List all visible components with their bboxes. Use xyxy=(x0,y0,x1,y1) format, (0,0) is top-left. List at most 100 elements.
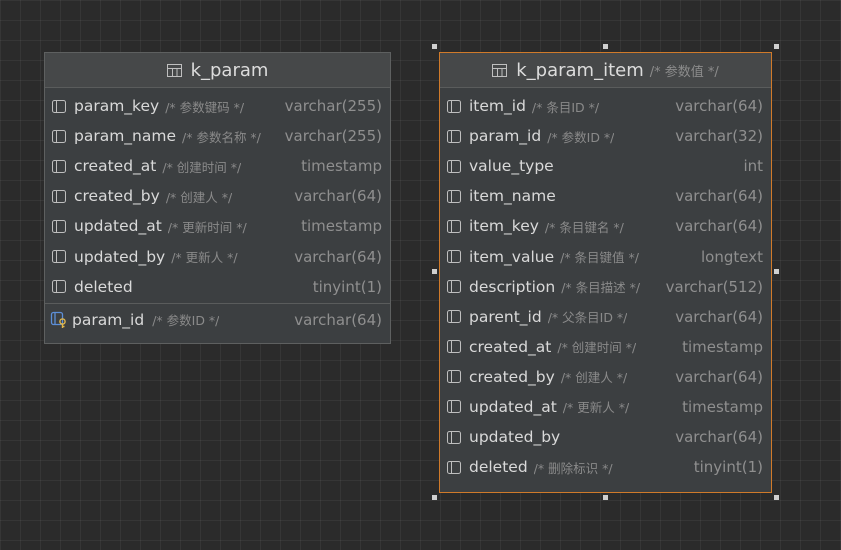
column-row[interactable]: created_by/* 创建人 */varchar(64) xyxy=(440,362,771,392)
column-row[interactable]: param_id/* 参数ID */varchar(32) xyxy=(440,121,771,151)
column-name: updated_at xyxy=(469,397,557,416)
column-row[interactable]: param_key /* 参数键码 */ varchar(255) xyxy=(45,91,390,121)
column-name: updated_at xyxy=(74,217,162,236)
column-type: varchar(512) xyxy=(665,277,763,296)
column-row[interactable]: updated_at /* 更新时间 */ timestamp xyxy=(45,211,390,241)
column-type: varchar(32) xyxy=(675,127,763,146)
column-type: varchar(64) xyxy=(294,310,382,329)
resize-handle-bottom-left[interactable] xyxy=(432,495,437,500)
resize-handle-right[interactable] xyxy=(774,269,779,274)
column-comment: /* 父条目ID */ xyxy=(547,310,628,326)
foreign-key-icon xyxy=(50,311,66,328)
resize-handle-bottom[interactable] xyxy=(603,495,608,500)
column-comment: /* 参数ID */ xyxy=(152,313,220,329)
column-type: timestamp xyxy=(682,397,763,416)
column-row[interactable]: created_by /* 创建人 */ varchar(64) xyxy=(45,181,390,211)
entity-k-param[interactable]: k_param param_key /* 参数键码 */ varchar(255… xyxy=(44,52,391,344)
column-type: timestamp xyxy=(301,157,382,176)
column-name: param_key xyxy=(74,97,160,116)
column-icon xyxy=(447,189,461,203)
column-type: varchar(64) xyxy=(675,187,763,206)
column-icon xyxy=(52,159,66,173)
column-name: item_name xyxy=(469,187,556,206)
resize-handle-left[interactable] xyxy=(432,269,437,274)
column-icon xyxy=(447,430,461,444)
column-comment: /* 更新人 */ xyxy=(562,400,630,416)
column-icon xyxy=(447,99,461,113)
resize-handle-top-left[interactable] xyxy=(432,44,437,49)
column-list: param_key /* 参数键码 */ varchar(255) param_… xyxy=(45,88,390,335)
column-row[interactable]: item_name varchar(64) xyxy=(440,181,771,211)
column-type: timestamp xyxy=(301,217,382,236)
column-type: varchar(64) xyxy=(675,97,763,116)
column-name: deleted xyxy=(469,458,528,477)
entity-header[interactable]: k_param_item /* 参数值 */ xyxy=(440,53,771,88)
column-icon xyxy=(447,400,461,414)
column-type: longtext xyxy=(701,247,763,266)
column-name: deleted xyxy=(74,277,133,296)
column-icon xyxy=(52,99,66,113)
column-type: int xyxy=(743,157,763,176)
column-name: updated_by xyxy=(469,428,561,447)
column-type: varchar(64) xyxy=(294,247,382,266)
key-column-row[interactable]: param_id /* 参数ID */ varchar(64) xyxy=(45,305,390,335)
column-icon xyxy=(447,460,461,474)
column-name: created_at xyxy=(469,337,552,356)
column-comment: /* 条目键名 */ xyxy=(544,219,624,235)
column-comment: /* 更新人 */ xyxy=(171,250,238,266)
column-row[interactable]: parent_id /* 父条目ID */ varchar(64) xyxy=(440,302,771,332)
column-name: updated_by xyxy=(74,247,166,266)
column-name: description xyxy=(469,277,556,296)
column-name: value_type xyxy=(469,157,554,176)
column-row[interactable]: deleted/* 删除标识 */tinyint(1) xyxy=(440,452,771,482)
column-icon xyxy=(447,340,461,354)
column-icon xyxy=(447,129,461,143)
column-name: parent_id xyxy=(469,307,542,326)
column-type: tinyint(1) xyxy=(312,277,382,296)
column-type: varchar(64) xyxy=(675,217,763,236)
column-row[interactable]: description /* 条目描述 */ varchar(512) xyxy=(440,272,771,302)
entity-title-comment: /* 参数值 */ xyxy=(649,64,719,80)
column-name: created_at xyxy=(74,157,157,176)
column-row[interactable]: item_value/* 条目键值 */longtext xyxy=(440,241,771,271)
column-row[interactable]: created_at/* 创建时间 */timestamp xyxy=(440,332,771,362)
column-row[interactable]: deleted tinyint(1) xyxy=(45,272,390,302)
column-row[interactable]: updated_at /* 更新人 */ timestamp xyxy=(440,392,771,422)
column-icon xyxy=(447,219,461,233)
column-row[interactable]: item_key/* 条目键名 */varchar(64) xyxy=(440,211,771,241)
column-row[interactable]: param_name /* 参数名称 */ varchar(255) xyxy=(45,121,390,151)
column-name: param_name xyxy=(74,127,177,146)
column-comment: /* 条目描述 */ xyxy=(561,280,641,296)
entity-title: k_param xyxy=(190,59,269,81)
entity-header[interactable]: k_param xyxy=(45,53,390,88)
column-comment: /* 更新时间 */ xyxy=(167,219,247,235)
entity-k-param-item[interactable]: k_param_item /* 参数值 */ item_id/* 条目ID */… xyxy=(439,52,772,493)
column-name: param_id xyxy=(469,127,542,146)
column-name: item_value xyxy=(469,247,555,266)
column-name: item_id xyxy=(469,97,526,116)
resize-handle-bottom-right[interactable] xyxy=(774,495,779,500)
column-name: created_by xyxy=(469,367,555,386)
column-comment: /* 删除标识 */ xyxy=(533,460,613,476)
column-type: varchar(64) xyxy=(675,367,763,386)
column-row[interactable]: created_at /* 创建时间 */ timestamp xyxy=(45,151,390,181)
column-row[interactable]: item_id/* 条目ID */varchar(64) xyxy=(440,91,771,121)
column-type: varchar(64) xyxy=(675,307,763,326)
column-comment: /* 参数名称 */ xyxy=(182,129,261,145)
column-icon xyxy=(447,250,461,264)
column-row[interactable]: value_type int xyxy=(440,151,771,181)
resize-handle-top[interactable] xyxy=(603,44,608,49)
column-icon xyxy=(52,250,66,264)
column-comment: /* 创建时间 */ xyxy=(557,340,637,356)
column-icon xyxy=(52,280,66,294)
column-comment: /* 创建人 */ xyxy=(165,189,233,205)
column-list: item_id/* 条目ID */varchar(64) param_id/* … xyxy=(440,88,771,482)
column-icon xyxy=(52,219,66,233)
column-icon xyxy=(447,310,461,324)
column-comment: /* 创建时间 */ xyxy=(162,159,242,175)
resize-handle-top-right[interactable] xyxy=(774,44,779,49)
column-icon xyxy=(447,370,461,384)
column-row[interactable]: updated_by /* 更新人 */ varchar(64) xyxy=(45,241,390,271)
table-icon xyxy=(492,63,508,77)
